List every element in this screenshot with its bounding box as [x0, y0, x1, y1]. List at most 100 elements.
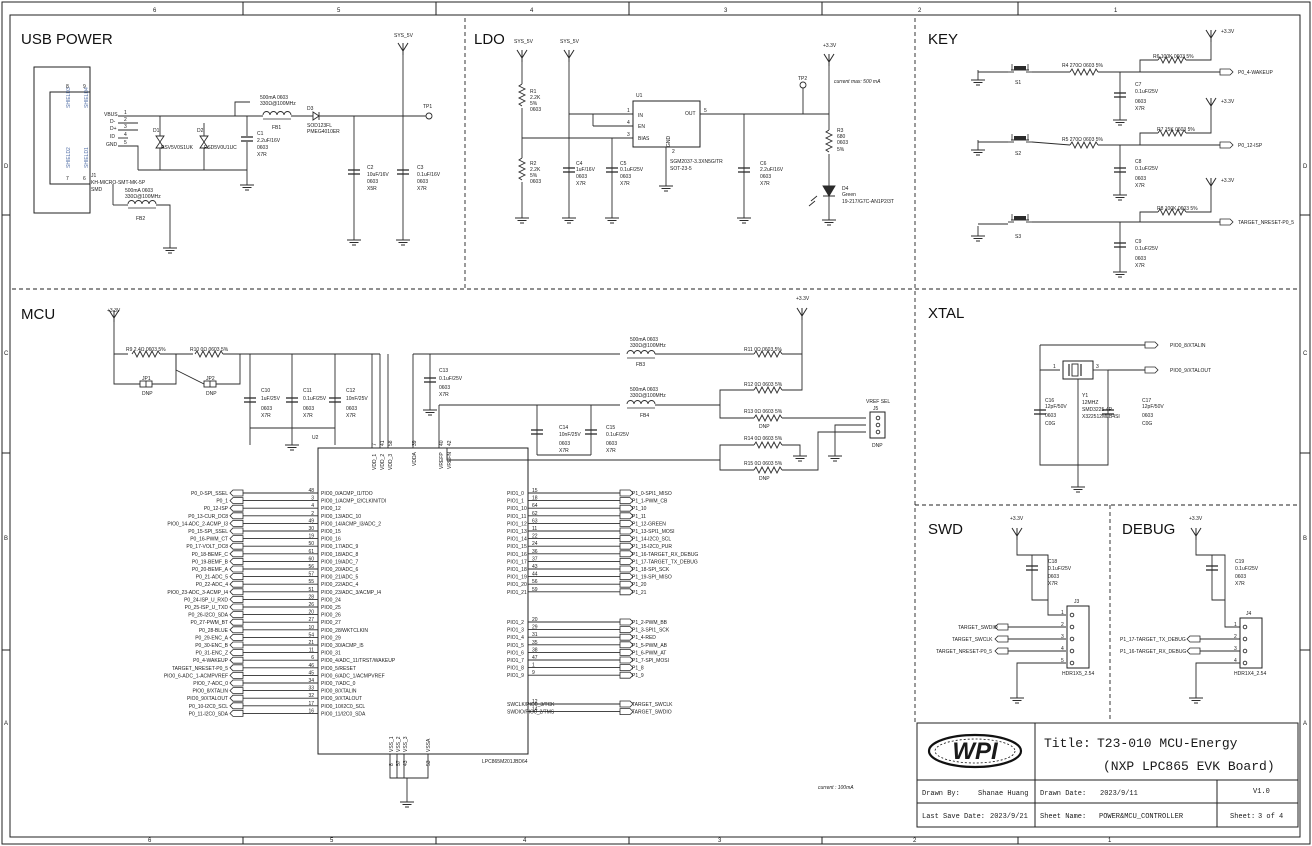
pin-number: 4	[1061, 646, 1064, 652]
net-label: P1_7-SPI_MOSI	[632, 658, 669, 664]
pin-number: 63	[532, 518, 538, 524]
net-label: P0_24-ISP_U_RXD	[184, 597, 228, 603]
pin-name: PIO1_13	[507, 529, 527, 535]
net-flag	[619, 542, 634, 550]
net-flag	[619, 489, 634, 497]
pin-number: 2	[672, 149, 675, 155]
ref-c4: C4	[576, 161, 583, 167]
net-label: P1_18-SPI_SCK	[632, 567, 670, 573]
ref-c6: C6	[760, 161, 767, 167]
net-flag	[619, 504, 634, 512]
net-flag	[229, 504, 244, 512]
dielectric-c6: X7R	[760, 181, 770, 187]
dielectric-c3: X7R	[417, 186, 427, 192]
pin-number: 18	[532, 496, 538, 502]
ref-u1: U1	[636, 93, 643, 99]
pin-number: 56	[532, 579, 538, 585]
pkg-r2: 0603	[530, 179, 541, 185]
swd-block: +3.3V C18 0.1uF/25V 0603 X7R J3 HDR1X5_2…	[936, 516, 1094, 704]
save-date-label: Last Save Date:	[922, 813, 985, 821]
ref-j5: J5	[873, 406, 879, 412]
ref-c1: C1	[257, 131, 264, 137]
xtal-block: PIO0_8/XTALIN PIO0_9/XTALOUT 1 3 C16 12p…	[1033, 341, 1211, 493]
part-d3: PMEG4010ER	[307, 129, 340, 135]
net-label: P1_0-SPI1_MISO	[632, 491, 672, 497]
net-flag	[229, 702, 244, 710]
pin-name: PIO0_13/ADC_10	[321, 514, 361, 520]
net-xtalin: PIO0_8/XTALIN	[1170, 343, 1206, 349]
net-label: P0_30-ENC_B	[195, 643, 228, 649]
net-label: P0_27-PWM_BT	[190, 620, 228, 626]
ref-c3: C3	[417, 165, 424, 171]
value-c10: 1uF/25V	[261, 396, 281, 402]
value-c16: 12pF/50V	[1045, 404, 1067, 410]
zone-row-left: C	[4, 351, 9, 357]
pin-name: VSS_2	[396, 736, 402, 752]
pin-number: 26	[308, 602, 314, 608]
zone-row-left: A	[4, 721, 8, 727]
rating-fb2: 500mA 0603	[125, 188, 153, 194]
net-3v3: +3.3V	[1221, 99, 1235, 105]
current-note: current : 100mA	[818, 785, 854, 791]
pin-number: 8	[389, 763, 395, 766]
pin-name: PIO0_15	[321, 529, 341, 535]
dielectric-c15: X7R	[606, 448, 616, 454]
pin-number: 6	[311, 655, 314, 661]
pin-name: IN	[638, 113, 643, 119]
pin-number: 10	[308, 625, 314, 631]
net-label: PIO0_9/XTALOUT	[187, 696, 228, 702]
pin-name: PIO1_0	[507, 491, 524, 497]
pin-number: 3	[124, 124, 127, 130]
dielectric-c1: X7R	[257, 152, 267, 158]
usb-connector-j1	[49, 91, 91, 185]
net-label: P0_25-ISP_U_TXD	[185, 605, 229, 611]
pin-name: VBUS	[104, 112, 118, 118]
title-block: WPI Title: T23-010 MCU-Energy (NXP LPC86…	[916, 722, 1299, 828]
u2-right-pins: P1_0-SPI1_MISO15PIO1_0P1_1-PWM_CB18PIO1_…	[507, 488, 698, 716]
pin-name: PIO0_29	[321, 635, 341, 641]
pin-name: PIO1_1	[507, 499, 524, 505]
pin-number: 4	[627, 120, 630, 126]
net-flag	[229, 710, 244, 717]
pin-number: 48	[308, 488, 314, 494]
pin-number: 40	[439, 440, 445, 446]
u2-top-pins: VDD_1 VDD_2 VDD_3 VDDA VREFP VREFN 7 41 …	[372, 440, 453, 470]
net-flag	[229, 550, 244, 558]
pin-number: 41	[380, 440, 386, 446]
value-r3: 680	[837, 134, 846, 140]
pin-number: 9	[83, 84, 86, 90]
zone-row-right: D	[1303, 164, 1308, 170]
dielectric-c19: X7R	[1235, 581, 1245, 587]
zone-col-top: 1	[1114, 8, 1118, 14]
net-target-swdio: TARGET_SWDIO	[958, 625, 998, 631]
ref-r2: R2	[530, 161, 537, 167]
pkg-c18: 0603	[1048, 574, 1059, 580]
pin-name: PIO1_6	[507, 650, 524, 656]
section-title-debug: DEBUG	[1122, 521, 1175, 538]
ferrite-bead-fb3-icon	[626, 350, 656, 359]
pin-number: 3	[627, 132, 630, 138]
net-label: P1_6-PWM_AT	[632, 650, 666, 656]
pin-number: 2	[124, 117, 127, 123]
zone-labels: 6 5 4 3 2 1 6 5 4 3 2 1 D C B A D C B A	[4, 8, 1308, 844]
net-flag	[619, 520, 634, 527]
rating-fb3: 500mA 0603	[630, 337, 658, 343]
pkg-c8: 0603	[1135, 176, 1146, 182]
key-block: +3.3V +3.3V +3.3V S1 R4 270Ω 0603 5% P0_…	[970, 29, 1294, 278]
pin-name: VSS_3	[403, 736, 409, 752]
pin-number: 55	[308, 579, 314, 585]
value-c2: 10uF/16V	[367, 172, 389, 178]
value-c7: 0.1uF/25V	[1135, 89, 1159, 95]
pin-number: 1	[1234, 622, 1237, 628]
drawn-date-label: Drawn Date:	[1040, 790, 1086, 798]
net-label: P0_13-CUR_DC8	[188, 514, 228, 520]
resistor-r10: R10 0Ω 0603 5%	[190, 347, 229, 353]
pin-name: PIO0_28/WKTCLKIN	[321, 628, 368, 634]
net-target-nreset: TARGET_NRESET-P0_5	[936, 649, 992, 655]
pin-name: D-	[110, 119, 116, 125]
pin-number: 21	[308, 640, 314, 646]
dnp-r13: DNP	[759, 424, 770, 430]
pin-name: PIO1_16	[507, 552, 527, 558]
label-vref-sel: VREF SEL	[866, 399, 890, 405]
